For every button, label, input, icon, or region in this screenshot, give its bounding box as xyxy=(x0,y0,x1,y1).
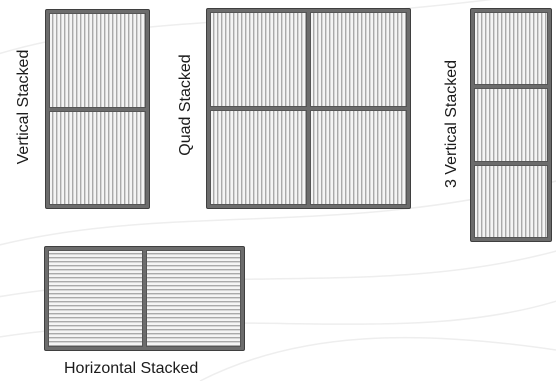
grille-pane-top-right xyxy=(310,12,407,107)
three-vertical-stacked-label: 3 Vertical Stacked xyxy=(443,59,460,189)
quad-stacked-label: Quad Stacked xyxy=(177,54,194,156)
vertical-stacked-diagram xyxy=(45,9,150,209)
quad-stacked-diagram xyxy=(206,8,411,209)
grille-pane-top xyxy=(474,12,548,86)
three-vertical-stacked-diagram xyxy=(470,8,552,242)
horizontal-stacked-diagram xyxy=(44,246,245,351)
grille-pane-middle xyxy=(474,88,548,162)
horizontal-stacked-label: Horizontal Stacked xyxy=(64,360,199,377)
grille-pane-bottom xyxy=(49,110,146,205)
grille-pane-right xyxy=(146,250,241,347)
grille-pane-bottom-left xyxy=(210,110,307,205)
grille-pane-bottom xyxy=(474,164,548,238)
grille-pane-top xyxy=(49,13,146,108)
grille-pane-top-left xyxy=(210,12,307,107)
vertical-stacked-label: Vertical Stacked xyxy=(15,49,32,165)
grille-pane-bottom-right xyxy=(310,110,407,205)
grille-pane-left xyxy=(48,250,143,347)
